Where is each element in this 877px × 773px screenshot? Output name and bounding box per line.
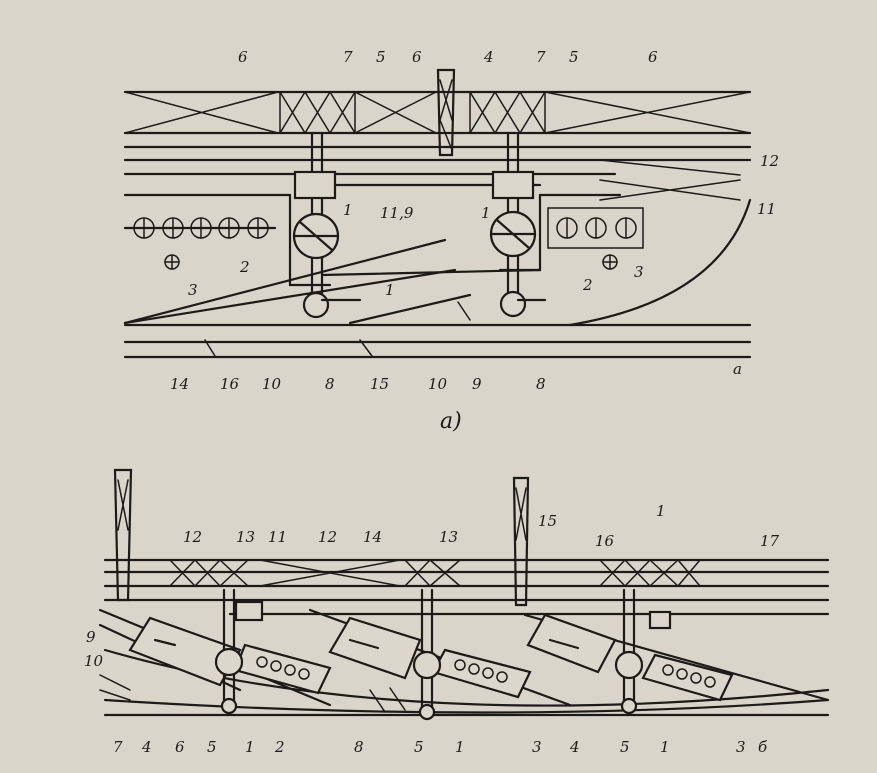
label: 12 — [183, 528, 202, 546]
conveyor-diagonal — [348, 293, 472, 325]
vertical-post-hatch — [515, 487, 527, 541]
vertical-post-hatch — [117, 479, 129, 531]
truss-bracing — [599, 559, 701, 587]
label: 2 — [582, 276, 593, 294]
truss-bracing — [544, 91, 751, 134]
truss-bracing — [124, 91, 279, 134]
truss-bracing — [279, 91, 356, 134]
label: 8 — [536, 375, 546, 393]
label: 11 — [757, 200, 776, 218]
caption-a: а) — [440, 409, 462, 434]
label: 15 — [538, 512, 557, 530]
label: 4 — [141, 738, 152, 756]
label: 1 — [656, 502, 666, 520]
hatch — [99, 674, 406, 713]
labels-b: 12 13 11 12 14 13 15 1 16 17 9 10 7 4 6 … — [84, 502, 780, 756]
drive-unit — [526, 588, 734, 715]
column-collar — [491, 170, 535, 200]
conveyor-diagonal — [123, 238, 447, 325]
hatch — [204, 301, 471, 357]
conveyor-curve — [103, 698, 830, 714]
label: 15 — [370, 375, 389, 393]
label: 7 — [343, 48, 353, 66]
label: 11,9 — [380, 204, 414, 222]
label: 3 — [736, 738, 746, 756]
label: 6 — [648, 48, 658, 66]
label: 5 — [207, 738, 217, 756]
conveyor-diagonal — [123, 268, 457, 325]
label: 14 — [170, 375, 189, 393]
drive-unit — [128, 588, 332, 715]
bottom-bearing — [302, 291, 330, 319]
label: 11 — [268, 528, 287, 546]
truss-bracing — [404, 559, 461, 587]
label: 1 — [481, 204, 491, 222]
pump-unit-detail — [489, 218, 537, 250]
labels-a: 6 7 5 6 4 7 5 6 12 11 1 11,9 1 2 3 1 2 3… — [170, 48, 779, 434]
label: а — [733, 360, 742, 378]
label: 17 — [760, 532, 780, 550]
label: 9 — [472, 375, 482, 393]
drive-unit — [328, 588, 532, 721]
vertical-element-hatch — [439, 79, 453, 151]
label: 3 — [532, 738, 542, 756]
label: 13 — [236, 528, 255, 546]
label: 1 — [245, 738, 255, 756]
label: 13 — [439, 528, 458, 546]
label: 10 — [428, 375, 448, 393]
diagram-b: 12 13 11 12 14 13 15 1 16 17 9 10 7 4 6 … — [84, 468, 830, 756]
label: 8 — [354, 738, 364, 756]
burner-row-right — [547, 207, 644, 270]
label: 12 — [760, 152, 779, 170]
truss-bracing — [354, 91, 437, 134]
vertical-post — [512, 476, 530, 607]
column-collar — [293, 170, 337, 200]
label: 1 — [385, 281, 395, 299]
label: 5 — [620, 738, 630, 756]
label: 12 — [318, 528, 337, 546]
label: 8 — [325, 375, 335, 393]
label: 4 — [569, 738, 580, 756]
label: 3 — [634, 263, 644, 281]
label: 2 — [239, 258, 250, 276]
zigzag-bracing — [599, 159, 741, 201]
truss-bracing — [259, 559, 401, 587]
label: 1 — [660, 738, 670, 756]
diagram-a: 6 7 5 6 4 7 5 6 12 11 1 11,9 1 2 3 1 2 3… — [123, 48, 779, 434]
label: 7 — [113, 738, 123, 756]
label: 6 — [175, 738, 185, 756]
label: 9 — [86, 628, 96, 646]
label: 14 — [363, 528, 382, 546]
label: 5 — [414, 738, 424, 756]
frame — [288, 193, 332, 287]
arm — [320, 268, 547, 302]
label: 5 — [376, 48, 386, 66]
label: 2 — [274, 738, 285, 756]
vertical-element — [436, 68, 456, 157]
label: 7 — [536, 48, 546, 66]
label: 4 — [483, 48, 494, 66]
bottom-bearing — [499, 290, 527, 318]
truss-bracing — [469, 91, 546, 134]
label: 16 — [220, 375, 240, 393]
label: б — [758, 738, 768, 756]
label: 3 — [188, 281, 198, 299]
truss-bracing — [169, 559, 249, 587]
truss-panel — [279, 91, 356, 134]
label: 6 — [412, 48, 422, 66]
label: 1 — [343, 201, 353, 219]
burner-row-left — [123, 217, 277, 270]
label: 5 — [569, 48, 579, 66]
label: 6 — [238, 48, 248, 66]
label: 10 — [84, 652, 104, 670]
pump-unit-detail — [292, 220, 340, 252]
conveyor-curve — [568, 198, 752, 327]
label: 16 — [595, 532, 615, 550]
label: 1 — [455, 738, 465, 756]
vertical-post — [113, 468, 133, 602]
label: 10 — [262, 375, 282, 393]
